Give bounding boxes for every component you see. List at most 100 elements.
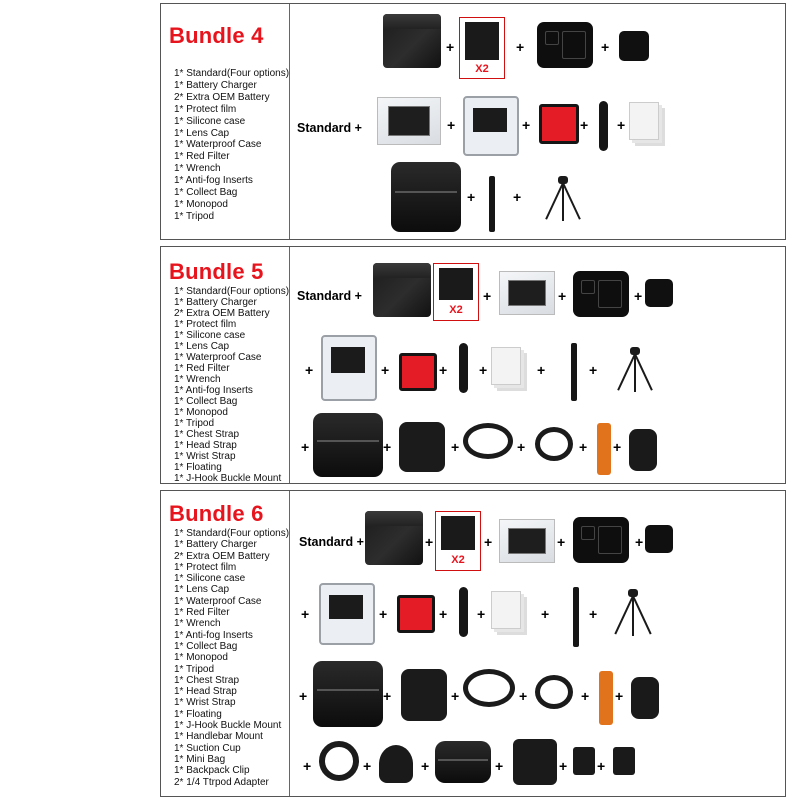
tripod-adapter-image xyxy=(613,747,635,775)
bundle-item: 1* Protect film xyxy=(174,319,237,330)
plus-sign: + xyxy=(635,534,644,550)
bundle-item: 1* Tripod xyxy=(174,663,215,675)
plus-sign: + xyxy=(495,758,504,774)
plus-sign: + xyxy=(483,288,492,304)
anti-fog-inserts-image xyxy=(629,102,659,140)
bundle-4-title: Bundle 4 xyxy=(169,23,264,48)
plus-sign: + xyxy=(513,189,522,205)
plus-sign: + xyxy=(558,288,567,304)
bundle-item: 1* Standard(Four options) xyxy=(174,68,290,79)
battery-charger-image xyxy=(383,14,441,68)
floating-grip-image xyxy=(597,423,611,475)
bundle-item: 1* Battery Charger xyxy=(174,297,257,308)
bundle-item: 1* Handlebar Mount xyxy=(174,731,263,743)
bundle-item: 1* Silicone case xyxy=(174,330,246,341)
bundle-item: 1* Lens Cap xyxy=(174,341,230,352)
red-filter-image xyxy=(397,595,435,633)
bundle-item: 1* Collect Bag xyxy=(174,187,238,199)
head-strap-image xyxy=(463,669,515,707)
plus-sign: + xyxy=(379,606,388,622)
plus-sign: + xyxy=(301,606,310,622)
bundle-item: 1* Standard(Four options) xyxy=(174,286,290,297)
bundle-item: 1* Collect Bag xyxy=(174,640,238,652)
plus-sign: + xyxy=(517,439,526,455)
waterproof-case-image xyxy=(319,583,375,645)
extra-battery-image: X2 xyxy=(435,511,481,571)
bundle-item: 1* Floating xyxy=(174,462,222,473)
plus-sign: + xyxy=(541,606,550,622)
x2-label: X2 xyxy=(451,554,465,566)
plus-sign: + xyxy=(447,117,456,133)
plus-sign: + xyxy=(581,688,590,704)
plus-sign: + xyxy=(439,606,448,622)
plus-sign: + xyxy=(363,758,372,774)
wrist-strap-image xyxy=(535,675,573,709)
plus-sign: + xyxy=(522,117,531,133)
bundle-6-title: Bundle 6 xyxy=(169,501,264,526)
protect-film-image xyxy=(499,519,555,563)
plus-sign: + xyxy=(303,758,312,774)
wrist-strap-image xyxy=(535,427,573,461)
bundle-item: 1* Red Filter xyxy=(174,363,230,374)
bundle-5-products: Standard + + X2 + + + + + xyxy=(291,247,785,483)
plus-sign: + xyxy=(589,362,598,378)
head-strap-image xyxy=(463,423,513,459)
protect-film-image xyxy=(499,271,555,315)
standard-label: Standard + xyxy=(299,535,364,549)
lens-cap-image xyxy=(645,279,673,307)
plus-sign: + xyxy=(446,39,455,55)
bundle-item: 2* Extra OEM Battery xyxy=(174,550,270,562)
bundle-6-panel: Bundle 6 1* Standard(Four options)1* Bat… xyxy=(160,490,786,797)
lens-cap-image xyxy=(645,525,673,553)
wrench-image xyxy=(459,343,468,393)
bundle-item: 2* 1/4 Ttrpod Adapter xyxy=(174,776,269,788)
bundle-sheet: Bundle 4 1* Standard(Four options)1* Bat… xyxy=(160,3,786,797)
collect-bag-image xyxy=(313,661,383,727)
bundle-5-item-list: 1* Standard(Four options)1* Battery Char… xyxy=(174,286,289,484)
bundle-4-item-list: 1* Standard(Four options)1* Battery Char… xyxy=(174,68,289,223)
plus-sign: + xyxy=(477,606,486,622)
wrench-image xyxy=(459,587,468,637)
battery-charger-image xyxy=(373,263,431,317)
silicone-case-image xyxy=(573,517,629,563)
bundle-item: 1* Silicone case xyxy=(174,115,246,127)
monopod-image xyxy=(573,587,579,647)
bundle-item: 1* Wrench xyxy=(174,374,221,385)
bundle-5-info: Bundle 5 1* Standard(Four options)1* Bat… xyxy=(161,247,290,484)
bundle-item: 1* Tripod xyxy=(174,418,215,429)
bundle-item: 1* Waterproof Case xyxy=(174,595,262,607)
plus-sign: + xyxy=(519,688,528,704)
bundle-item: 1* Tripod xyxy=(174,210,215,222)
plus-sign: + xyxy=(305,362,314,378)
standard-label: Standard + xyxy=(297,289,362,303)
bundle-5-panel: Bundle 5 1* Standard(Four options)1* Bat… xyxy=(160,246,786,484)
plus-sign: + xyxy=(516,39,525,55)
anti-fog-inserts-image xyxy=(491,347,521,385)
bundle-item: 1* Silicone case xyxy=(174,573,246,585)
standard-label: Standard + xyxy=(297,121,362,135)
bundle-item: 1* Monopod xyxy=(174,407,228,418)
wrench-image xyxy=(599,101,608,151)
plus-sign: + xyxy=(537,362,546,378)
protect-film-image xyxy=(377,97,441,145)
silicone-case-image xyxy=(573,271,629,317)
x2-label: X2 xyxy=(475,63,489,75)
bundle-5-title: Bundle 5 xyxy=(169,259,264,284)
bundle-item: 1* Mini Bag xyxy=(174,753,226,765)
bundle-6-products: Standard + + X2 + + + + + xyxy=(291,491,785,796)
plus-sign: + xyxy=(579,439,588,455)
bundle-item: 1* Battery Charger xyxy=(174,539,257,551)
tripod-image xyxy=(613,589,653,639)
bundle-item: 1* Wrist Strap xyxy=(174,451,236,462)
chest-strap-image xyxy=(399,422,445,472)
bundle-item: 1* Anti-fog Inserts xyxy=(174,629,253,641)
bundle-item: 1* Backpack Clip xyxy=(174,765,250,777)
j-hook-mount-image xyxy=(629,429,657,471)
plus-sign: + xyxy=(299,688,308,704)
bundle-4-info: Bundle 4 1* Standard(Four options)1* Bat… xyxy=(161,4,290,239)
backpack-clip-image xyxy=(513,739,557,785)
bundle-item: 1* Anti-fog Inserts xyxy=(174,385,253,396)
bundle-6-info: Bundle 6 1* Standard(Four options)1* Bat… xyxy=(161,491,290,796)
plus-sign: + xyxy=(557,534,566,550)
plus-sign: + xyxy=(425,534,434,550)
